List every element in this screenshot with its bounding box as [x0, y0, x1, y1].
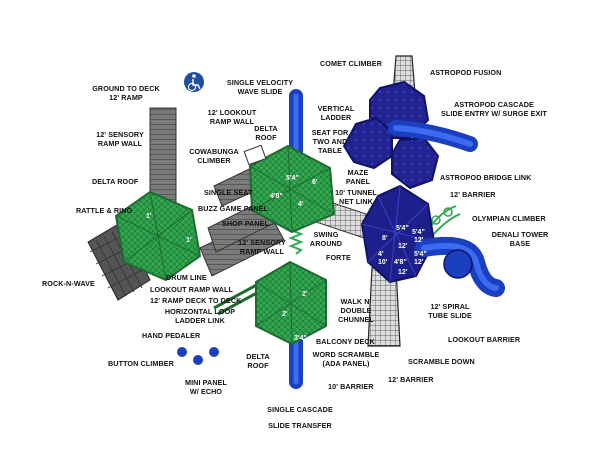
height-label: 1' [186, 237, 192, 244]
label-button-climber: BUTTON CLIMBER [108, 359, 174, 368]
height-label: 12' [398, 243, 408, 250]
deck-top [248, 144, 336, 234]
height-label: 2' [302, 291, 308, 298]
deck-heights: 5'4" 6' 4'8" 4' 1' 1' 2' 2' 3'4" 5'4" 8'… [146, 175, 427, 342]
label-shop-panel: SHOP PANEL [222, 219, 270, 228]
height-label: 5'4" [412, 229, 425, 236]
maze-panel [243, 144, 267, 166]
label-rattle-ring: RATTLE & RING [76, 206, 133, 215]
wheelchair-icon [184, 72, 204, 92]
label-single-seat: SINGLE SEAT [204, 188, 253, 197]
height-label: 4' [378, 251, 384, 258]
height-label: 8' [382, 235, 388, 242]
rock-n-wave [87, 221, 151, 301]
deck-bottom [255, 260, 327, 346]
label-drum-line: DRUM LINE [166, 273, 207, 282]
label-rock-n-wave: ROCK-N-WAVE [42, 279, 95, 288]
label-barrier-12-bottom: 12' BARRIER [388, 375, 434, 384]
height-label: 6' [312, 179, 318, 186]
height-label: 4' [298, 201, 304, 208]
label-astropod-fusion: ASTROPOD FUSION [430, 68, 502, 77]
label-astropod-bridge: ASTROPOD BRIDGE LINK [440, 173, 532, 182]
label-balcony-deck: BALCONY DECK [316, 337, 375, 346]
label-comet-climber: COMET CLIMBER [320, 59, 382, 68]
label-olympian-climber: OLYMPIAN CLIMBER [472, 214, 546, 223]
label-single-cascade: SINGLE CASCADE [267, 405, 333, 414]
astropod-slide [388, 120, 478, 152]
height-label: 2' [282, 311, 288, 318]
height-label: 3'4" [294, 335, 307, 342]
label-word-scramble: WORD SCRAMBLE(ADA PANEL) [312, 350, 380, 368]
deck-forte [360, 184, 436, 284]
label-scramble-down: SCRAMBLE DOWN [408, 357, 475, 366]
label-buzz-game-panel: BUZZ GAME PANEL [198, 204, 269, 213]
label-slide-transfer: SLIDE TRANSFER [268, 421, 332, 430]
label-forte: FORTE [326, 253, 351, 262]
label-ramp-deck-to-deck: 12' RAMP DECK TO DECK [150, 296, 242, 305]
height-label: 4'8" [270, 193, 283, 200]
label-barrier-10: 10' BARRIER [328, 382, 374, 391]
height-label: 5'4" [396, 225, 409, 232]
button-climber [177, 347, 219, 365]
height-label: 1' [146, 213, 152, 220]
height-label: 12' [414, 237, 424, 244]
label-lookout-ramp-wall-low: LOOKOUT RAMP WALL [150, 285, 234, 294]
height-label: 12' [414, 259, 424, 266]
label-delta-roof-left: DELTA ROOF [92, 177, 139, 186]
height-label: 5'4" [286, 175, 299, 182]
label-barrier-12-top: 12' BARRIER [450, 190, 496, 199]
height-label: 5'4" [414, 251, 427, 258]
height-label: 4'8" [394, 259, 407, 266]
spiral-tube-slide [415, 236, 505, 297]
height-label: 12' [398, 269, 408, 276]
label-lookout-barrier: LOOKOUT BARRIER [448, 335, 521, 344]
height-label: 10' [378, 259, 388, 266]
deck-left [114, 190, 202, 282]
label-hand-pedaler: HAND PEDALER [142, 331, 201, 340]
